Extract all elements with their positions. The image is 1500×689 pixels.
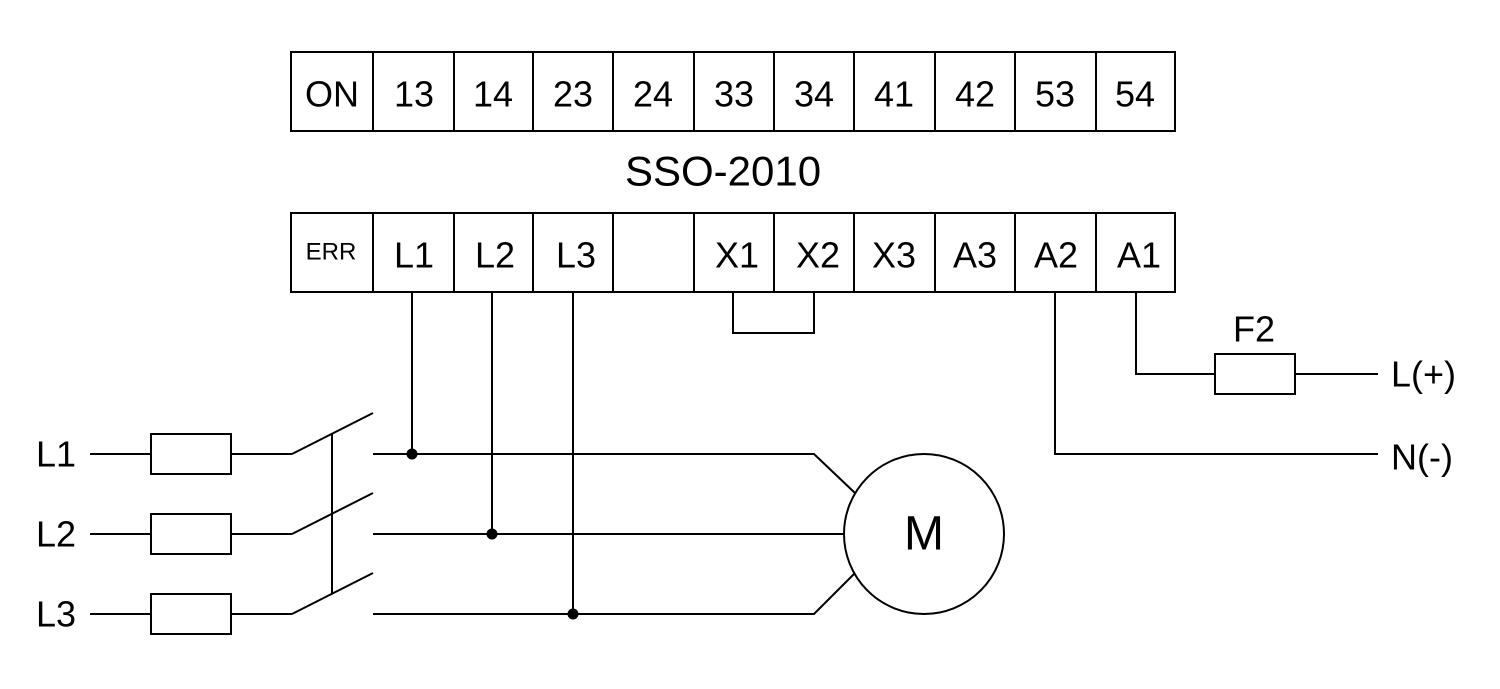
bottom-terminal-strip: ERR L1 L2 L3 X1 X2 X3 A3 A2 A1 [290,212,1176,293]
top-terminal-label: ON [305,74,359,115]
bottom-terminal-label: X2 [796,235,840,276]
bottom-terminal-cell [853,212,936,293]
top-terminal-label: 13 [394,74,434,115]
wire [373,453,856,494]
phase-l1: L1 [36,412,856,494]
top-terminal-cell [372,51,455,132]
bottom-terminal-label: ERR [306,239,357,266]
top-terminal-label: 41 [874,74,914,115]
bottom-terminal-label: L2 [475,235,515,276]
bottom-terminal-cell [290,212,374,293]
junction-dot [486,528,498,540]
fuse-icon [150,593,232,635]
wire [1135,292,1215,375]
top-terminal-label: 54 [1115,74,1155,115]
junction-dot [567,608,579,620]
device-title: SSO-2010 [625,148,821,195]
top-terminal-cell [853,51,936,132]
bottom-terminal-label: L1 [394,235,434,276]
top-terminal-cell [1014,51,1097,132]
bottom-terminal-label: A3 [953,235,997,276]
top-terminal-label: 14 [473,74,513,115]
top-terminal-strip: ON 13 14 23 24 33 34 41 42 53 54 [290,51,1176,132]
top-terminal-cell [693,51,775,132]
fuse-label-f2: F2 [1233,309,1275,350]
fuse-icon [150,433,232,475]
bottom-terminal-cell [372,212,455,293]
motor-label: M [904,508,944,561]
bottom-terminal-cell [934,212,1016,293]
fuse-icon [1214,353,1296,395]
phase-l3: L3 [36,572,856,635]
top-terminal-cell [1095,51,1176,132]
bottom-terminal-cell [612,212,695,293]
control-supply: F2 L(+) N(-) [1054,292,1456,478]
wire [1054,292,1378,455]
phase-l2: L2 [36,492,845,555]
fuse-icon [150,513,232,555]
top-terminal-label: 53 [1035,74,1075,115]
neutral-label: N(-) [1391,437,1453,478]
bottom-terminal-cell [693,212,775,293]
top-terminal-label: 42 [955,74,995,115]
bottom-terminal-cell [773,212,855,293]
bottom-terminal-label: X3 [872,235,916,276]
bottom-terminal-cell [1014,212,1097,293]
motor: M [843,453,1005,615]
top-terminal-label: 23 [553,74,593,115]
top-terminal-cell [612,51,695,132]
top-terminal-cell [290,51,374,132]
supply-label-l2: L2 [36,514,76,555]
top-terminal-label: 33 [714,74,754,115]
x1-x2-bridge [732,292,815,334]
bottom-terminal-cell [1095,212,1176,293]
top-terminal-cell [934,51,1016,132]
top-terminal-cell [773,51,855,132]
supply-label-l3: L3 [36,594,76,635]
bottom-terminal-label: L3 [556,235,596,276]
motor-icon [843,453,1005,615]
top-terminal-label: 34 [794,74,834,115]
live-label: L(+) [1391,354,1456,395]
bottom-terminal-label: A2 [1034,235,1078,276]
junction-dot [406,448,418,460]
top-terminal-cell [453,51,534,132]
bottom-terminal-cell [453,212,534,293]
wire [373,572,856,615]
supply-label-l1: L1 [36,434,76,475]
bottom-terminal-label: A1 [1117,235,1161,276]
top-terminal-label: 24 [633,74,673,115]
bottom-terminal-label: X1 [715,235,759,276]
